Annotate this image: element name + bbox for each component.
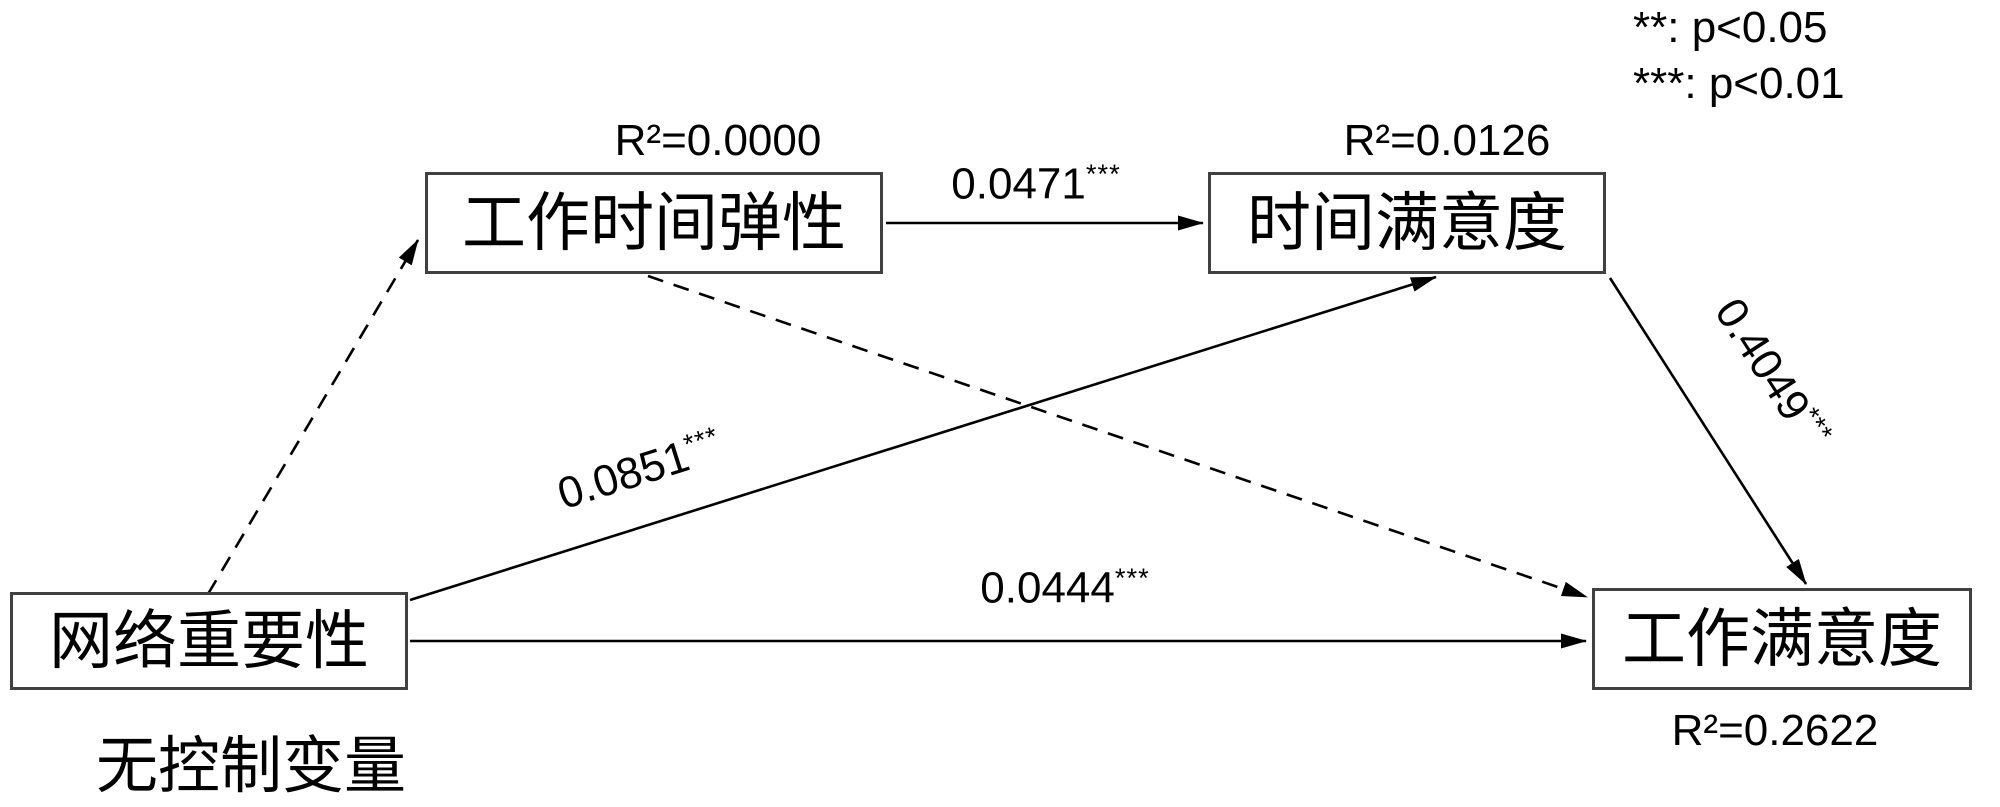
note-no-control-variables: 无控制变量 xyxy=(96,732,407,801)
arrow-network-to-time-satisfaction xyxy=(409,275,1437,602)
arrow-network-to-flexibility xyxy=(206,239,420,595)
r2-label-time-satisfaction: R²=0.0126 xyxy=(1343,116,1551,165)
node-work-time-flexibility: 工作时间弹性 xyxy=(425,172,883,274)
coef-value: 0.0471 xyxy=(951,159,1086,209)
legend-sig-three-stars: ***: p<0.01 xyxy=(1633,59,1845,108)
coef-label-flexibility-to-time: 0.0471*** xyxy=(886,158,1186,210)
node-job-satisfaction: 工作满意度 xyxy=(1592,588,1972,690)
coef-label-network-to-job: 0.0444*** xyxy=(915,562,1215,614)
legend-sig-two-stars: **: p<0.05 xyxy=(1633,3,1828,52)
coef-value: 0.0444 xyxy=(980,563,1115,613)
significance-stars: *** xyxy=(1085,158,1121,189)
arrow-flexibility-to-job-satisfaction xyxy=(647,274,1588,599)
node-time-satisfaction: 时间满意度 xyxy=(1208,172,1606,274)
r2-label-flexibility: R²=0.0000 xyxy=(614,116,822,165)
r2-label-job-satisfaction: R²=0.2622 xyxy=(1671,706,1879,755)
significance-stars: *** xyxy=(1114,562,1150,593)
node-network-importance: 网络重要性 xyxy=(10,592,408,690)
arrow-time-satisfaction-to-job-satisfaction xyxy=(1608,277,1808,585)
